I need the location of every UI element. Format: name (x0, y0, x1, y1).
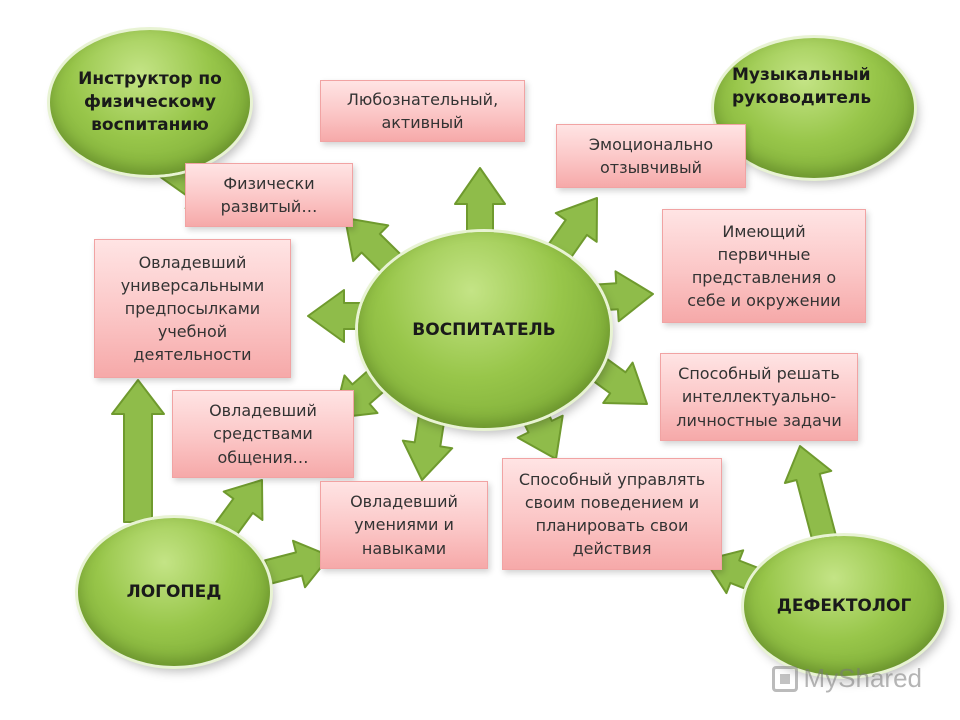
arrow-speech-to-universal (111, 379, 165, 523)
arrow-defect-to-intellect (783, 445, 839, 549)
quality-curious: Любознательный, активный (320, 80, 525, 142)
quality-skills: Овладевший умениями и навыками (320, 481, 488, 569)
specialist-instructor: Инструктор по физическому воспитанию (50, 30, 250, 175)
specialist-speech-label: ЛОГОПЕД (126, 581, 222, 602)
specialist-defect-label: ДЕФЕКТОЛОГ (776, 595, 912, 616)
watermark-text: MyShared (803, 663, 923, 693)
center-node-label: ВОСПИТАТЕЛЬ (412, 319, 556, 340)
quality-behavior: Способный управлять своим поведением и п… (502, 458, 722, 570)
quality-physical: Физически развитый… (185, 163, 353, 227)
specialist-instructor-label: Инструктор по физическому воспитанию (78, 69, 222, 135)
watermark: MyShared (771, 663, 923, 694)
arrow-speech-to-skills (264, 539, 331, 589)
quality-universal: Овладевший универсальными предпосылками … (94, 239, 291, 378)
watermark-logo-icon (771, 665, 798, 692)
specialist-defect: ДЕФЕКТОЛОГ (744, 536, 944, 676)
quality-emotional: Эмоционально отзывчивый (556, 124, 746, 188)
specialist-music: Музыкальный руководитель (714, 38, 914, 178)
quality-communication: Овладевший средствами общения… (172, 390, 354, 478)
quality-intellect: Способный решать интеллектуально- личнос… (660, 353, 858, 441)
center-node-educator: ВОСПИТАТЕЛЬ (358, 232, 610, 428)
specialist-music-label: Музыкальный руководитель (732, 65, 872, 108)
specialist-speech: ЛОГОПЕД (78, 518, 270, 666)
quality-ideas: Имеющий первичные представления о себе и… (662, 209, 866, 323)
